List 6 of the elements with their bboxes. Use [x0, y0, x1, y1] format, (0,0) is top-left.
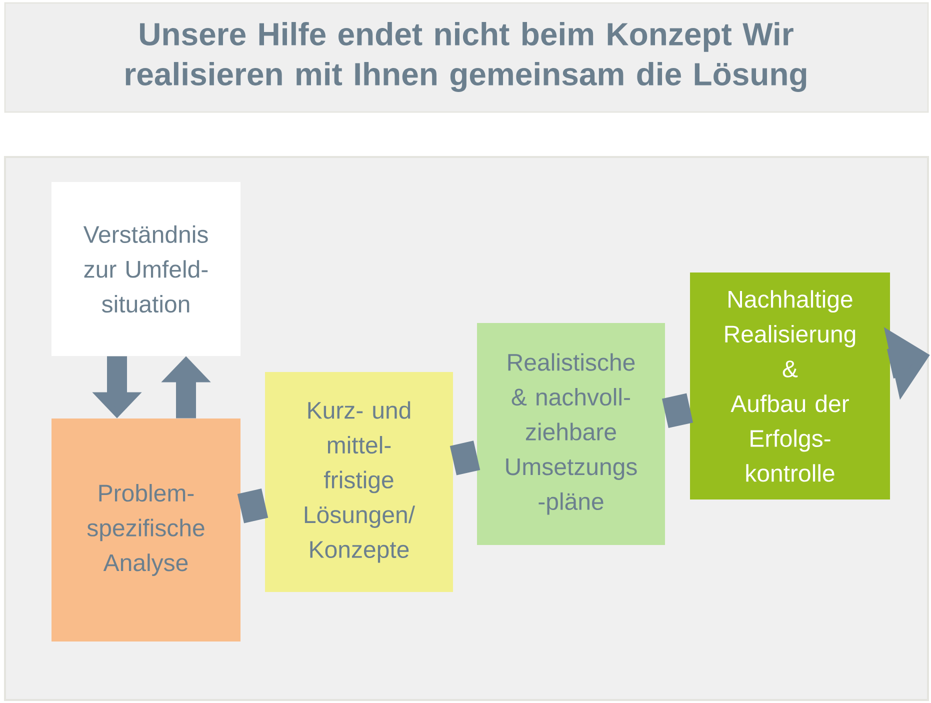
title-banner: Unsere Hilfe endet nicht beim Konzept Wir realisieren mit Ihnen gemeinsam die Lösung — [4, 2, 929, 113]
process-box: Nachhaltige Realisierung & Aufbau der Erfolgs- kontrolle — [690, 272, 890, 500]
process-box: Kurz- und mittel- fristige Lösungen/ Konzepte — [265, 372, 453, 592]
process-box: Verständnis zur Umfeld- situation — [52, 182, 240, 356]
process-box: Problem- spezifische Analyse — [52, 418, 240, 642]
process-box: Realistische & nachvoll- ziehbare Umsetzungs -pläne — [477, 323, 665, 545]
